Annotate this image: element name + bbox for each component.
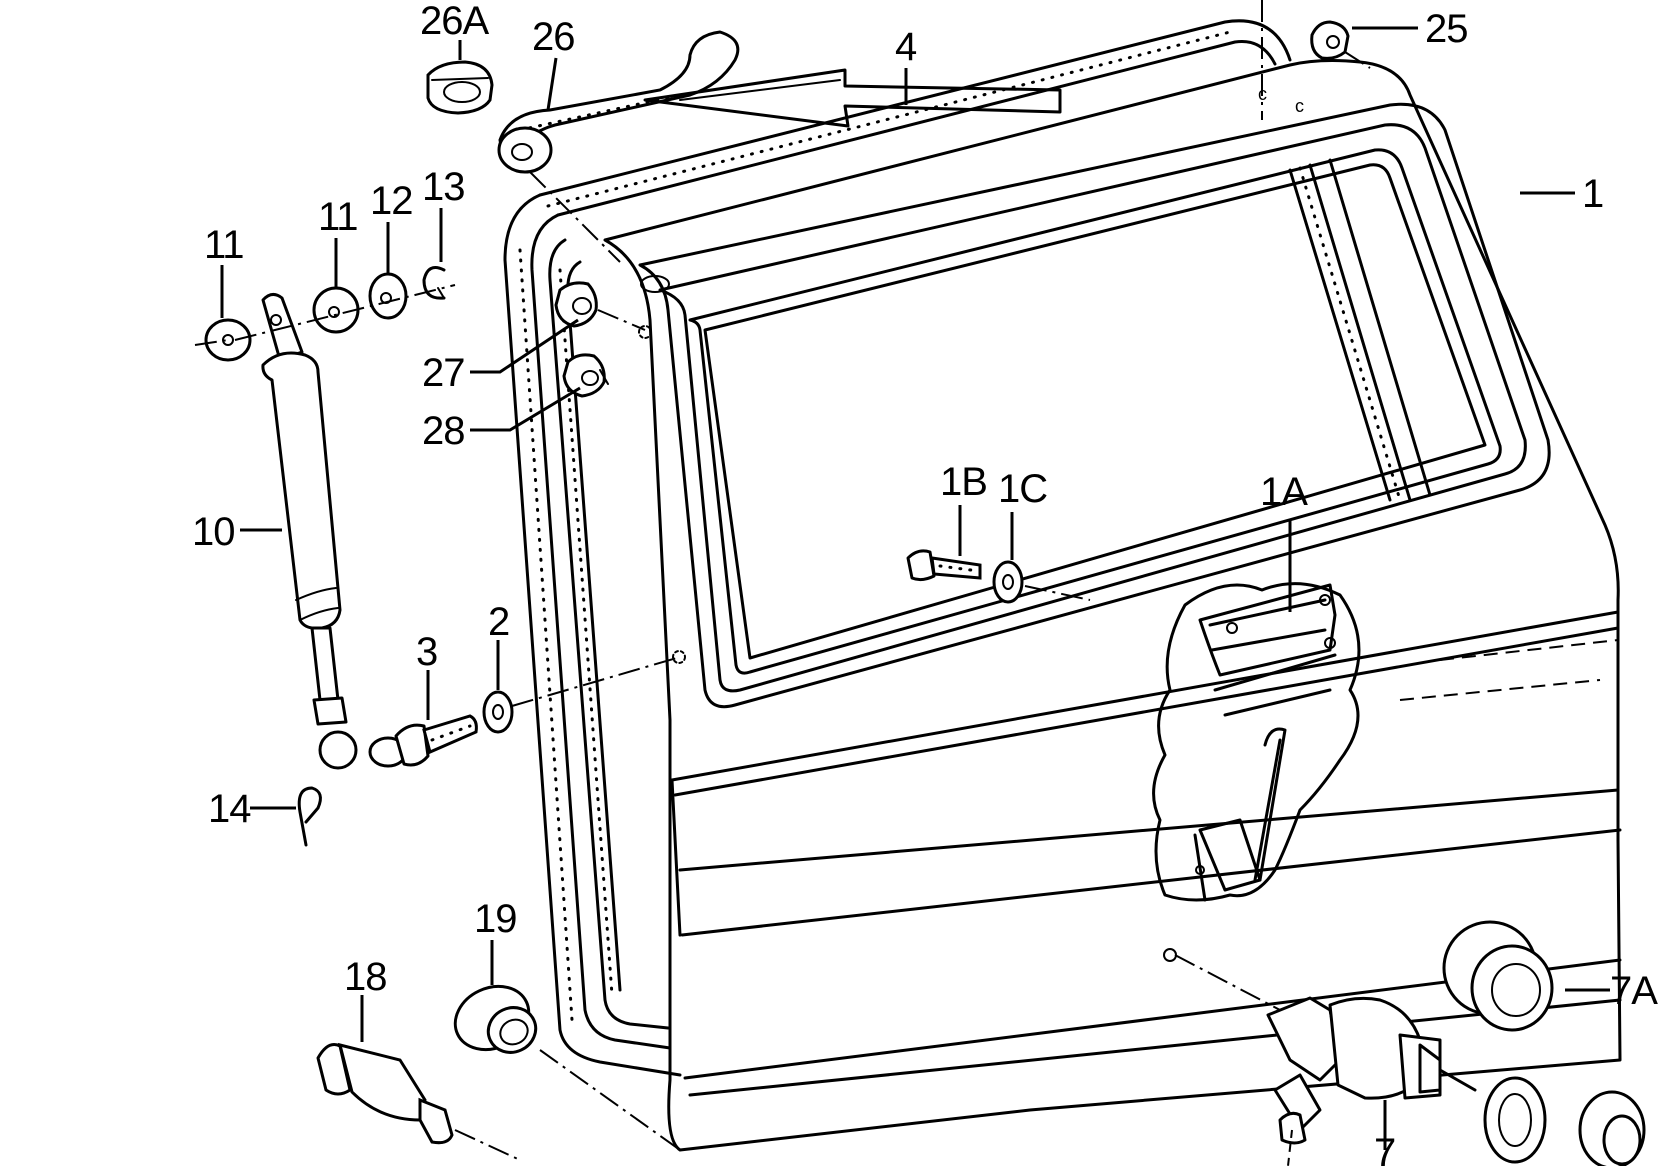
part-4-arrow xyxy=(643,68,1062,128)
label-p2: 2 xyxy=(488,600,510,690)
label-text-p4: 4 xyxy=(895,25,917,69)
part-11-washer-left xyxy=(194,318,252,362)
label-p13: 13 xyxy=(422,165,466,262)
latch-cutaway xyxy=(1152,582,1361,902)
label-p26A: 26A xyxy=(420,0,490,60)
label-text-p1B: 1B xyxy=(940,460,987,504)
label-text-p3: 3 xyxy=(416,630,437,674)
label-p19: 19 xyxy=(474,897,518,985)
label-p10: 10 xyxy=(192,510,282,554)
label-text-p10: 10 xyxy=(192,510,235,554)
label-text-p12: 12 xyxy=(370,179,413,223)
label-p11a: 11 xyxy=(204,223,245,318)
label-text-p7: 7 xyxy=(1374,1131,1395,1166)
part-1C-washer xyxy=(992,560,1024,604)
part-28-buffer xyxy=(562,353,609,398)
label-text-p26: 26 xyxy=(532,15,575,59)
mark-c2: c xyxy=(1295,96,1304,116)
label-text-p19: 19 xyxy=(474,897,517,941)
label-p1: 1 xyxy=(1520,172,1604,216)
part-12-washer xyxy=(368,272,408,320)
part-18-switch xyxy=(316,1042,521,1161)
label-text-p2: 2 xyxy=(488,600,509,644)
label-p7A: 7A xyxy=(1565,969,1659,1013)
label-p28: 28 xyxy=(422,386,581,453)
label-text-p1: 1 xyxy=(1582,172,1603,216)
mark-c1: c xyxy=(1258,84,1267,104)
label-p26: 26 xyxy=(532,15,576,111)
label-p4: 4 xyxy=(895,25,918,105)
bolt-axis xyxy=(1024,585,1091,601)
label-p1B: 1B xyxy=(940,460,988,556)
label-text-p14: 14 xyxy=(208,787,251,831)
label-p25: 25 xyxy=(1352,7,1469,51)
label-p12: 12 xyxy=(370,179,414,274)
part-19-grommet xyxy=(453,984,681,1151)
label-p11b: 11 xyxy=(318,195,359,288)
part-2-washer xyxy=(482,690,514,734)
label-p18: 18 xyxy=(344,955,388,1042)
part-26-strip xyxy=(497,30,740,263)
label-p14: 14 xyxy=(208,787,296,831)
label-text-p1C: 1C xyxy=(998,467,1047,511)
label-text-p18: 18 xyxy=(344,955,387,999)
label-text-p27: 27 xyxy=(422,351,465,395)
label-text-p7A: 7A xyxy=(1610,969,1658,1013)
part-7A-ring xyxy=(1442,920,1554,1032)
strut-axis-line xyxy=(234,284,456,341)
part-14-split-pin xyxy=(297,786,322,847)
part-27-buffer xyxy=(554,281,646,331)
part-26A-grommet xyxy=(426,60,494,115)
label-text-p13: 13 xyxy=(422,165,465,209)
label-text-p26A: 26A xyxy=(420,0,489,43)
label-text-p28: 28 xyxy=(422,409,465,453)
part-3-ball-stud xyxy=(368,714,478,768)
label-p7: 7 xyxy=(1374,1100,1396,1166)
label-text-p25: 25 xyxy=(1425,7,1468,51)
label-text-p11b: 11 xyxy=(318,195,358,239)
part-1B-bolt xyxy=(906,549,982,582)
ball-stud-axis xyxy=(511,656,681,707)
label-text-p1A: 1A xyxy=(1260,470,1308,514)
part-7-lock xyxy=(1174,954,1646,1166)
label-p27: 27 xyxy=(422,318,579,395)
label-text-p11a: 11 xyxy=(204,223,244,267)
label-p1A: 1A xyxy=(1260,470,1309,612)
tailgate-panel xyxy=(503,19,1622,1152)
part-25-nut xyxy=(1310,20,1371,69)
label-p1C: 1C xyxy=(998,467,1048,560)
part-13-circlip xyxy=(422,266,446,300)
label-p3: 3 xyxy=(416,630,438,720)
